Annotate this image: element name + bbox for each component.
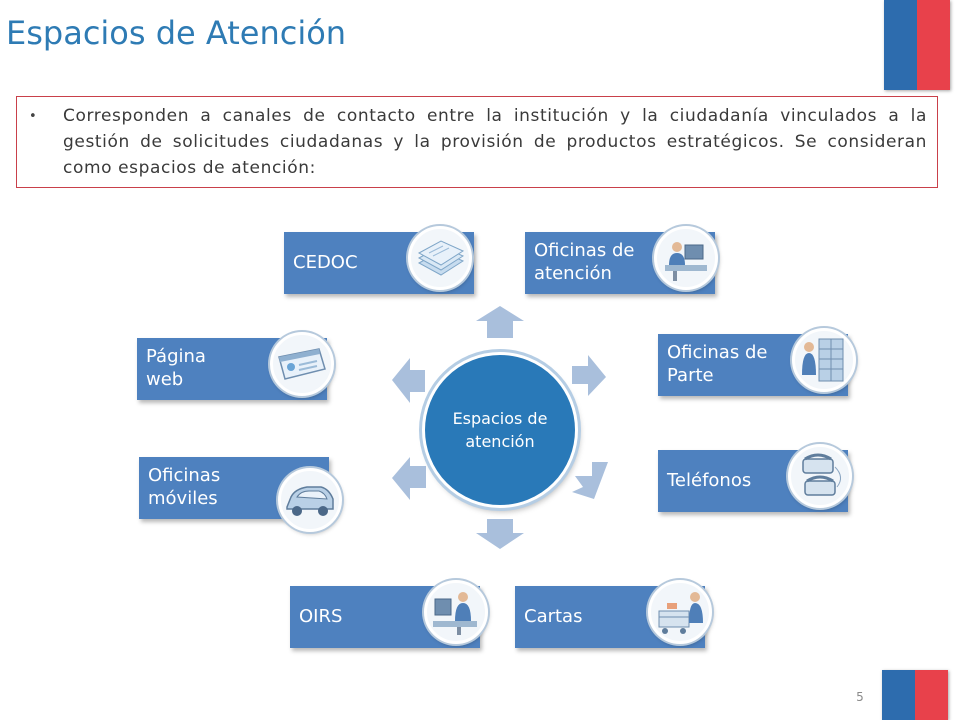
telephone-icon	[788, 444, 852, 508]
bullet-marker: •	[29, 109, 37, 124]
flag-bottom-logo	[882, 670, 948, 720]
node-oficinas-atencion-label-1: Oficinas de	[534, 240, 635, 261]
node-oficinas-moviles-label-1: Oficinas	[148, 465, 221, 486]
arrow-lower-right	[572, 462, 608, 499]
car-icon	[278, 468, 342, 532]
browser-window-icon	[270, 332, 334, 396]
office-worker-icon	[654, 226, 718, 290]
filing-cabinet-icon	[792, 328, 856, 392]
arrow-upper-left	[392, 358, 425, 403]
node-oficinas-parte-label-2: Parte	[667, 365, 714, 386]
bullet-box: • Corresponden a canales de contacto ent…	[16, 96, 938, 188]
node-oficinas-moviles-label-2: móviles	[148, 488, 218, 509]
node-telefonos-label: Teléfonos	[667, 470, 752, 491]
arrow-upper-right	[572, 355, 606, 396]
arrow-down	[476, 519, 524, 549]
hub-circle: Espacios de atención	[422, 352, 578, 508]
node-cedoc-label: CEDOC	[293, 252, 358, 273]
slide-title: Espacios de Atención	[6, 14, 347, 52]
documents-stack-icon	[408, 226, 472, 290]
node-oirs-label: OIRS	[299, 606, 343, 627]
node-pagina-web-label-1: Página	[146, 346, 206, 367]
node-cartas-label: Cartas	[524, 606, 583, 627]
bullet-text: Corresponden a canales de contacto entre…	[63, 106, 927, 178]
node-oficinas-parte-label-1: Oficinas de	[667, 342, 768, 363]
node-oficinas-atencion-label-2: atención	[534, 263, 612, 284]
computer-worker-icon	[424, 580, 488, 644]
arrow-lower-left	[392, 457, 426, 500]
mail-cart-icon	[648, 580, 712, 644]
hub-label: Espacios de atención	[452, 409, 548, 451]
flag-top-logo	[884, 0, 950, 90]
node-pagina-web-label-2: web	[146, 369, 184, 390]
arrow-up	[476, 306, 524, 338]
page-number: 5	[856, 690, 864, 704]
